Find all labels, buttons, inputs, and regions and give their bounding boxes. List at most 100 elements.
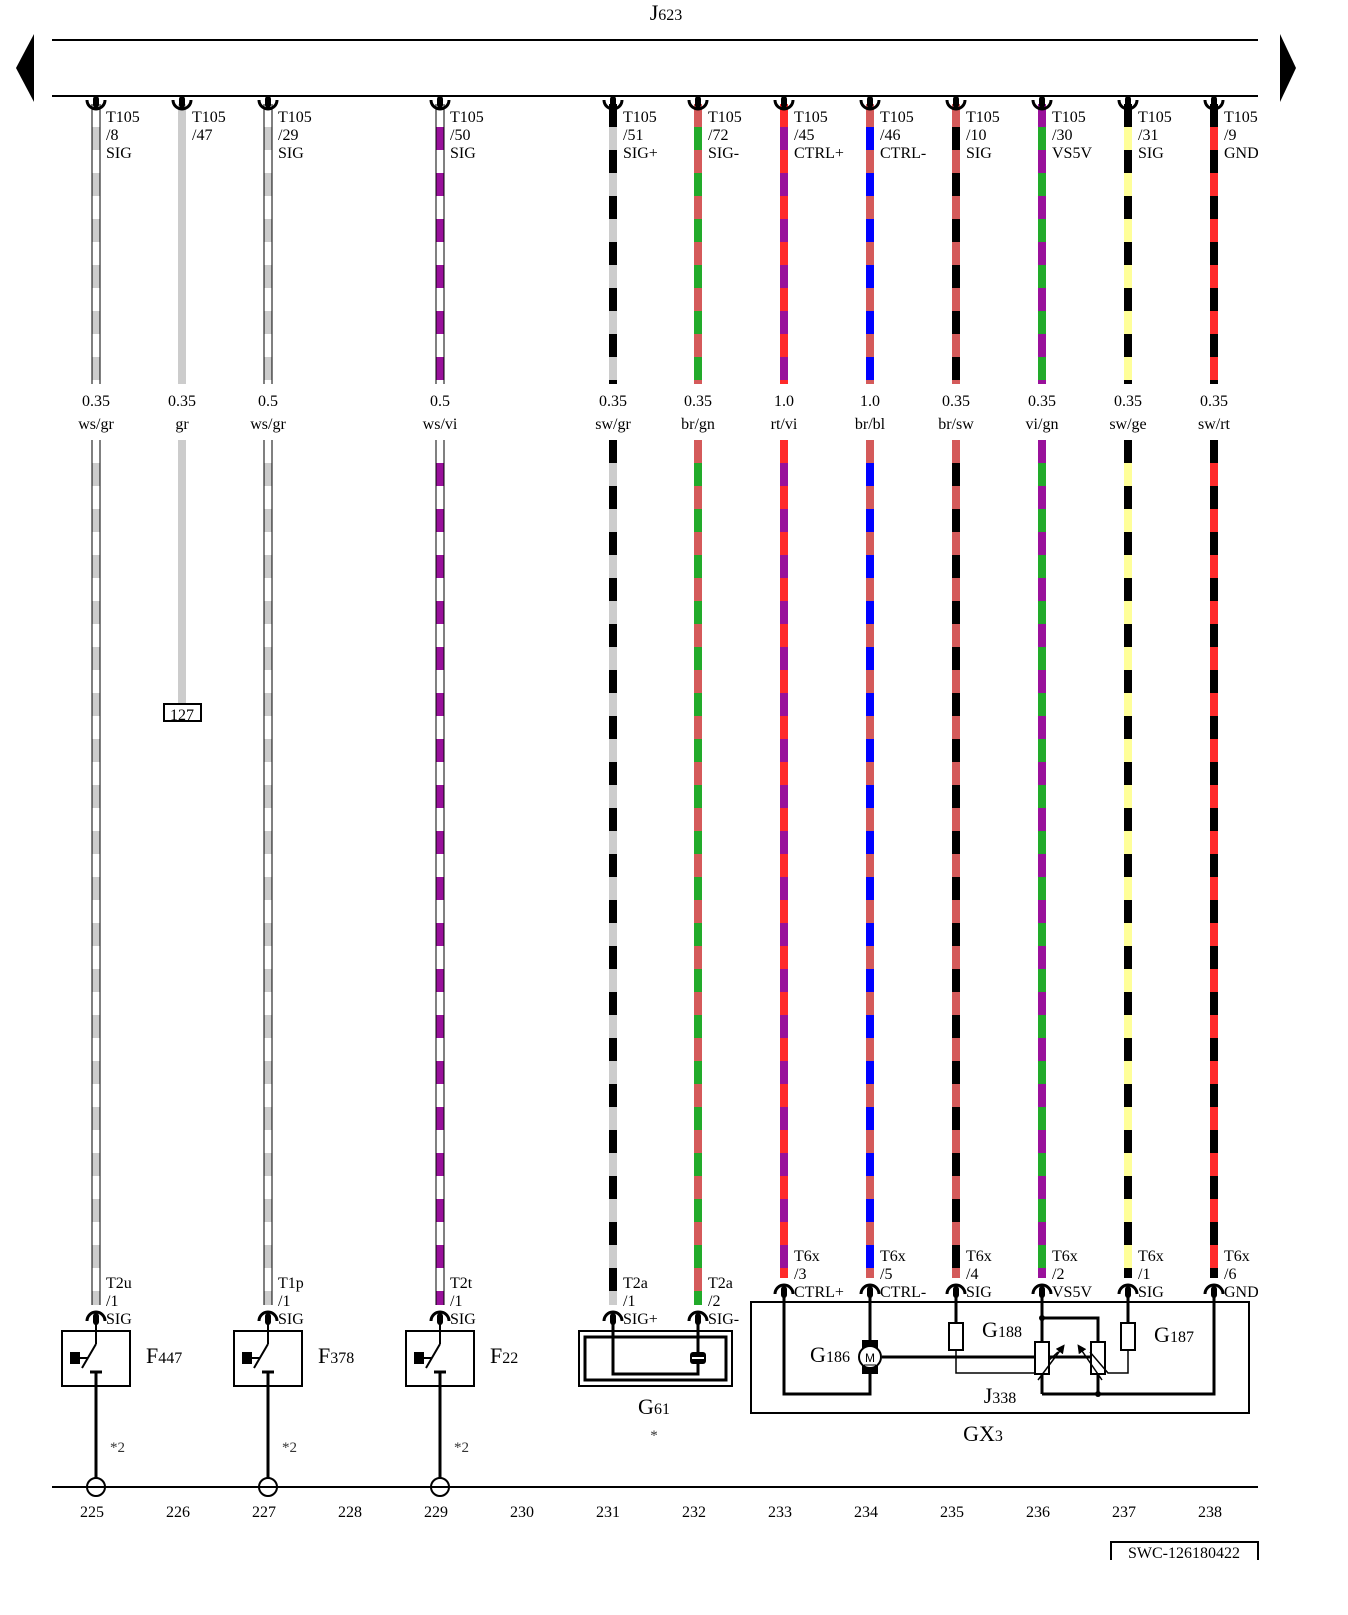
prev-page-arrow-icon[interactable]: [16, 34, 34, 102]
g187-label: G187: [1154, 1322, 1194, 1347]
wire-size: 0.5: [258, 393, 278, 410]
wire-color-code: ws/vi: [423, 416, 458, 433]
signal-label: GND: [1224, 145, 1259, 162]
signal-label: VS5V: [1052, 1284, 1092, 1301]
next-page-arrow-icon[interactable]: [1280, 34, 1296, 102]
signal-label: VS5V: [1052, 145, 1092, 162]
wire-size: 0.35: [599, 393, 627, 410]
switches-group: F447 *2 F378 *2 F22 *2: [61, 1322, 518, 1497]
pin-slot: /10: [966, 127, 986, 144]
pin-slot: /5: [880, 1266, 892, 1283]
f22-switch[interactable]: F22 *2: [405, 1322, 518, 1497]
pin-slot: /51: [623, 127, 643, 144]
document-id-box: SWC-126180422: [1110, 1541, 1259, 1562]
bus-number: 225: [80, 1504, 104, 1521]
pin-label: T6x: [880, 1248, 906, 1265]
pin-label: T105: [106, 109, 140, 126]
footnote: *2: [454, 1440, 469, 1456]
wire-size: 0.5: [430, 393, 450, 410]
signal-label: SIG: [106, 145, 132, 162]
wire-color-code: rt/vi: [771, 416, 798, 433]
signal-label: SIG: [966, 1284, 992, 1301]
bus-number: 228: [338, 1504, 362, 1521]
pin-slot: /46: [880, 127, 900, 144]
pin-slot: /1: [1138, 1266, 1150, 1283]
pin-slot: /45: [794, 127, 814, 144]
gx3-label: GX3: [963, 1421, 1003, 1446]
pin-label: T105: [794, 109, 828, 126]
connector-icon: [945, 1283, 967, 1295]
j338-label: J338: [984, 1383, 1017, 1408]
pin-slot: /1: [106, 1293, 118, 1310]
pin-label: T6x: [1138, 1248, 1164, 1265]
wire-color-code: br/bl: [855, 416, 886, 433]
g186-label: G186: [810, 1342, 850, 1367]
pin-label: T105: [966, 109, 1000, 126]
control-unit-label: J623: [650, 0, 683, 25]
signal-label: SIG+: [623, 145, 658, 162]
f447-switch[interactable]: F447 *2: [61, 1322, 182, 1497]
wire-size: 0.35: [168, 393, 196, 410]
wire-size: 0.35: [1028, 393, 1056, 410]
gx3-assembly[interactable]: M G186 G188 G187 J338 GX3: [750, 1290, 1250, 1446]
reference-box[interactable]: [163, 703, 202, 722]
signal-label: SIG+: [623, 1311, 658, 1328]
pin-slot: /9: [1224, 127, 1236, 144]
wire-color-code: br/sw: [938, 416, 974, 433]
connector-icon: [429, 1310, 451, 1322]
signal-label: CTRL+: [794, 1284, 844, 1301]
signal-label: SIG: [106, 1311, 132, 1328]
wire-color-code: gr: [175, 416, 189, 433]
pin-label: T2a: [708, 1275, 733, 1292]
g188-label: G188: [982, 1317, 1022, 1342]
pin-slot: /72: [708, 127, 728, 144]
pin-slot: /4: [966, 1266, 978, 1283]
connector-icon: [1117, 1283, 1139, 1295]
wire-color-code: ws/gr: [250, 416, 286, 433]
pin-label: T105: [278, 109, 312, 126]
footnote: *2: [282, 1440, 297, 1456]
pin-label: T105: [880, 109, 914, 126]
f378-switch[interactable]: F378 *2: [233, 1322, 354, 1497]
signal-label: SIG: [1138, 1284, 1164, 1301]
pin-label: T105: [1224, 109, 1258, 126]
signal-label: SIG-: [708, 145, 739, 162]
connector-icon: [1031, 1283, 1053, 1295]
pin-label: T105: [623, 109, 657, 126]
switch-contact-icon: [253, 1343, 269, 1369]
footnote: *2: [110, 1440, 125, 1456]
g61-sensor[interactable]: G61 *: [578, 1322, 733, 1444]
connector-icon: [85, 99, 107, 111]
pin-label: T6x: [966, 1248, 992, 1265]
pin-slot: /2: [1052, 1266, 1064, 1283]
signal-label: SIG: [450, 1311, 476, 1328]
bus-number: 226: [166, 1504, 190, 1521]
g61-note: *: [650, 1428, 658, 1444]
pin-slot: /29: [278, 127, 298, 144]
signal-label: SIG: [450, 145, 476, 162]
pin-label: T6x: [1224, 1248, 1250, 1265]
f378-label: F378: [318, 1343, 354, 1368]
potentiometer-icon: [1090, 1341, 1106, 1375]
f22-label: F22: [490, 1343, 518, 1368]
f447-label: F447: [146, 1343, 182, 1368]
connector-icon: [171, 99, 193, 111]
connector-icon: [1031, 99, 1053, 111]
pin-slot: /50: [450, 127, 470, 144]
wires-group: T105/8SIG0.35ws/grT2u/1SIGT105/470.35grT…: [78, 96, 1259, 1328]
bus-number: 227: [252, 1504, 276, 1521]
